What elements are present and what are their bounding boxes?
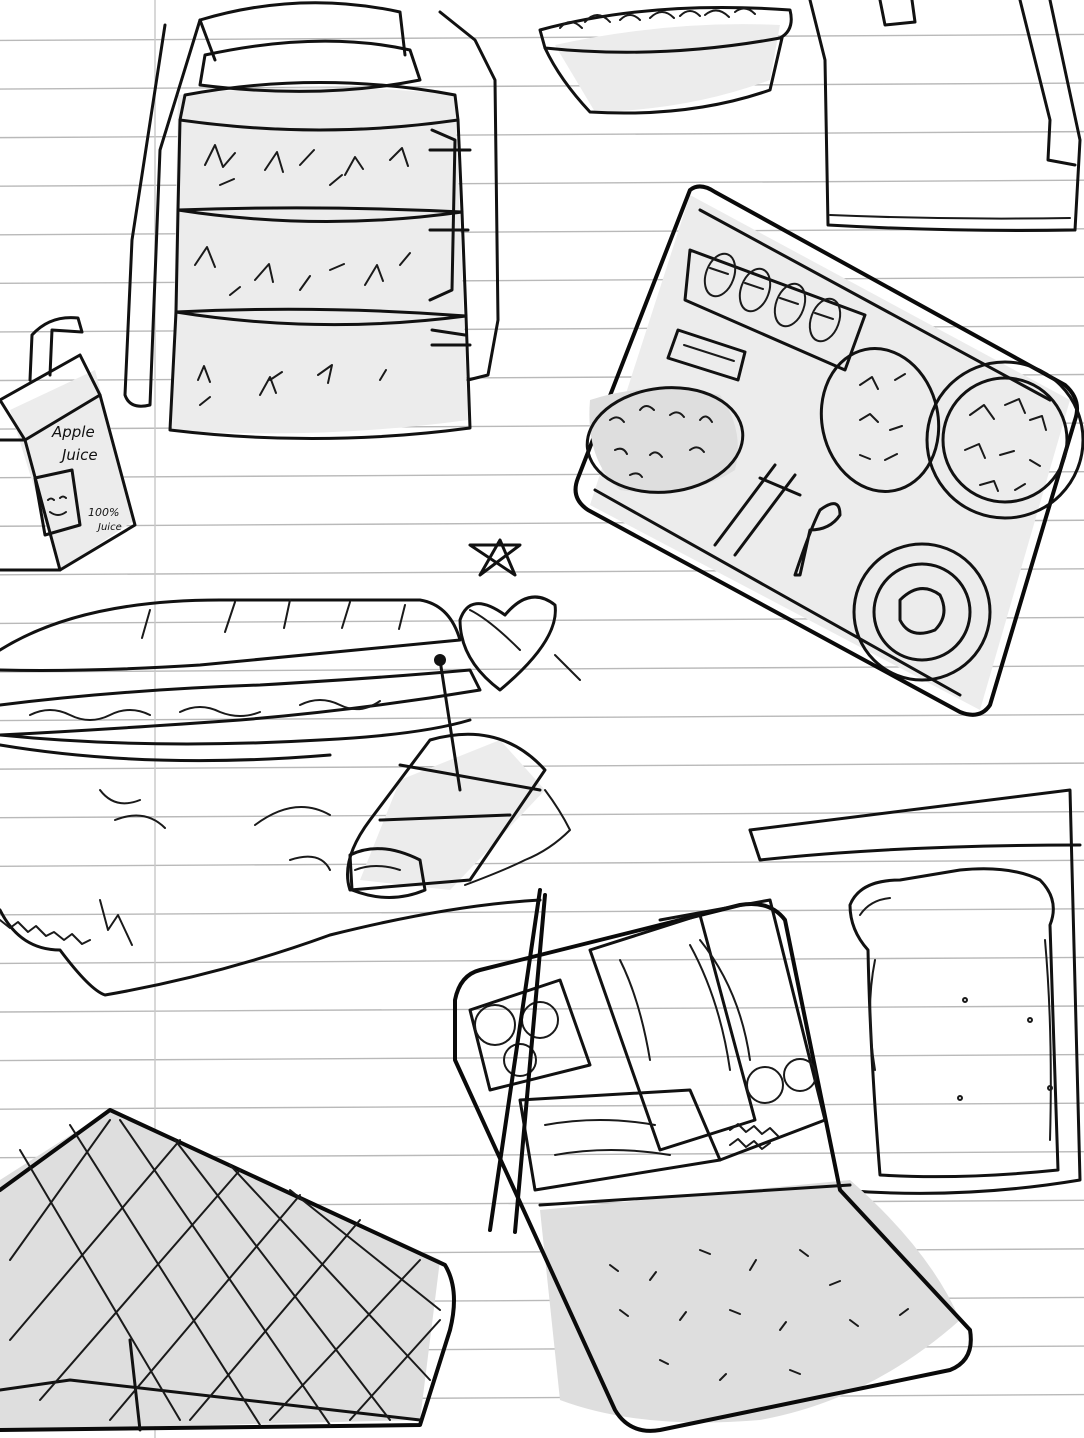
bento-box xyxy=(453,888,973,1433)
ruled-line xyxy=(0,859,1084,867)
tiffin-carrier xyxy=(123,1,500,440)
juice-carton: Apple Juice 100% Juice xyxy=(0,316,137,572)
pick-top xyxy=(434,654,446,666)
ruled-line xyxy=(0,1005,1084,1013)
ruled-line xyxy=(0,276,1084,285)
ruled-line xyxy=(0,810,1084,819)
carton-label-line1: Apple xyxy=(51,423,95,441)
paper-bag xyxy=(808,0,1082,232)
ruled-line xyxy=(0,179,1084,187)
ruled-line xyxy=(0,713,1084,722)
ruled-line xyxy=(0,1053,1084,1062)
bread-bag xyxy=(748,788,1082,1195)
club-sandwich xyxy=(346,654,571,899)
carton-percent-sub: Juice xyxy=(96,522,122,533)
wax-paper xyxy=(0,789,542,997)
fruit-bowl xyxy=(538,6,793,115)
ruled-line xyxy=(0,956,1084,965)
carton-percent-label: 100% xyxy=(88,506,119,519)
ruled-line xyxy=(0,1102,1084,1110)
ruled-line xyxy=(0,82,1084,90)
sandwich-package xyxy=(0,1108,456,1432)
heart-doodle xyxy=(458,538,581,692)
bento-tray xyxy=(573,184,1084,717)
baguette-sandwich xyxy=(0,598,482,763)
carton-label-line2: Juice xyxy=(59,446,98,464)
